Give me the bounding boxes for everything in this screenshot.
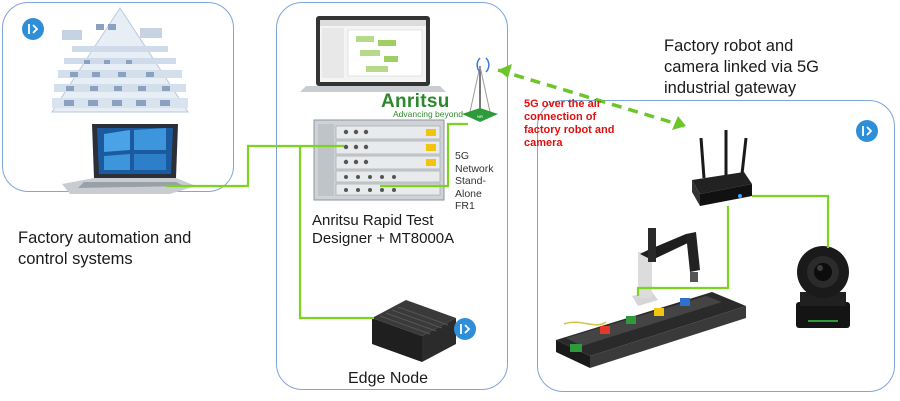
robot-camera-line-3: industrial gateway: [664, 79, 797, 97]
factory-automation-line-2: control systems: [18, 250, 133, 268]
5g-network-line-5: FR1: [455, 200, 475, 212]
factory-automation-label: Factory automation and control systems: [18, 228, 191, 270]
play-arrow-badge-icon: [22, 18, 44, 40]
gateway-router-icon: [692, 130, 752, 206]
air-connection-line-4: camera: [524, 137, 563, 149]
anritsu-tagline: Advancing beyond: [393, 109, 463, 119]
factory-automation-line-1: Factory automation and: [18, 229, 192, 247]
robot-camera-label: Factory robot and camera linked via 5G i…: [664, 36, 819, 99]
play-arrow-badge-icon: [454, 318, 476, 340]
robot-camera-line-1: Factory robot and: [664, 37, 794, 55]
ptz-camera-icon: [796, 246, 850, 328]
robot-camera-line-2: camera linked via 5G: [664, 58, 819, 76]
rapid-test-label: Anritsu Rapid Test Designer + MT8000A: [312, 212, 454, 248]
mt8000a-tester-icon: [313, 119, 445, 201]
5g-network-label: 5G Network Stand- Alone FR1: [455, 150, 494, 213]
rapid-test-line-2: Designer + MT8000A: [312, 230, 455, 247]
air-connection-line-1: 5G over the air: [524, 98, 602, 110]
air-link-line: [497, 68, 685, 128]
robot-arm-icon: [556, 228, 746, 368]
edge-node-label: Edge Node: [348, 370, 429, 387]
laptop-icon: [300, 16, 446, 92]
5g-network-line-4: Alone: [455, 187, 482, 200]
air-link-arrow-right: [672, 116, 686, 130]
edge-node-box-icon: [372, 300, 456, 362]
5g-network-line-3: Stand-: [455, 175, 486, 187]
svg-text:NR: NR: [477, 114, 483, 119]
anritsu-logo: Anritsu: [381, 91, 450, 112]
air-connection-label: 5G over the air connection of factory ro…: [524, 98, 614, 150]
5g-network-line-1: 5G: [455, 150, 470, 162]
air-connection-line-2: connection of: [524, 111, 597, 123]
laptop-icon: [62, 124, 196, 194]
rapid-test-line-1: Anritsu Rapid Test: [312, 212, 434, 229]
wired-links: [166, 122, 830, 320]
play-arrow-badge-icon: [856, 120, 878, 142]
antenna-icon: NR: [462, 57, 498, 122]
air-link-arrow-left: [498, 64, 512, 78]
air-connection-line-3: factory robot and: [524, 124, 615, 136]
automation-pyramid-icon: [51, 7, 189, 113]
5g-network-line-2: Network: [455, 162, 494, 175]
